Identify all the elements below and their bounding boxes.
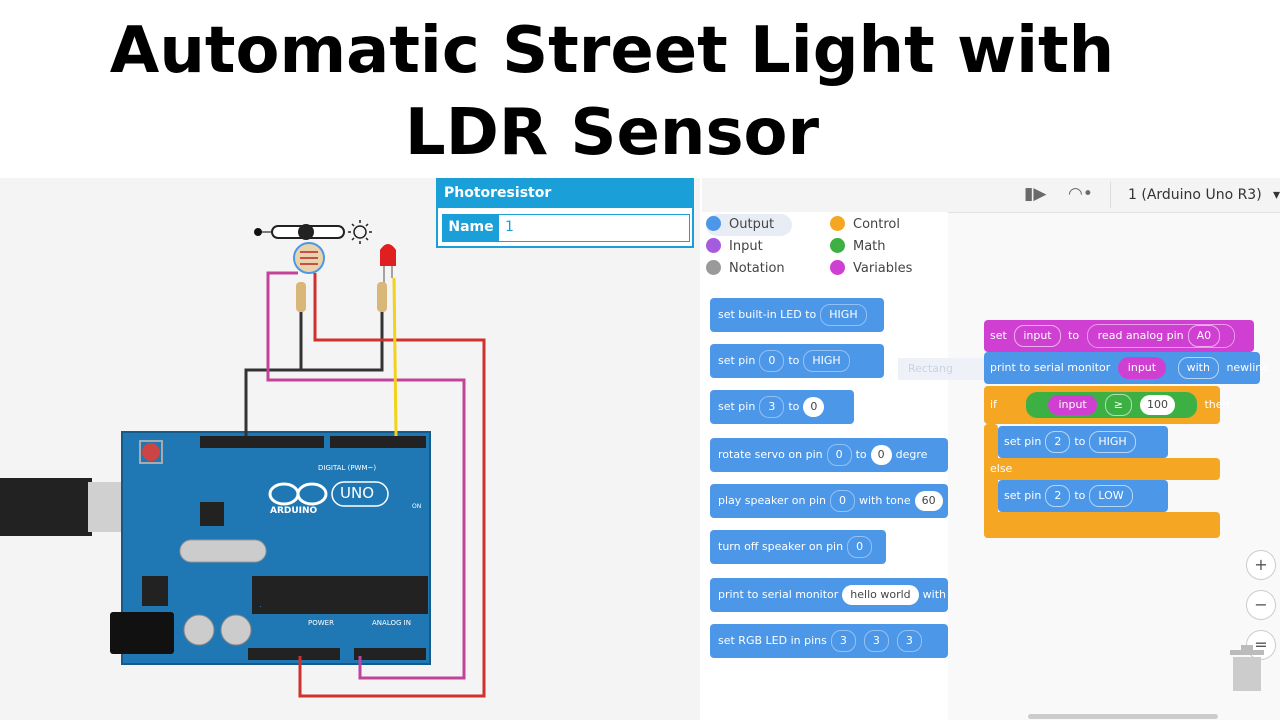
- input-dot-icon: [706, 238, 721, 253]
- resistor-1: [296, 282, 306, 312]
- board-digital-label: DIGITAL (PWM~): [318, 464, 377, 472]
- component-inspector: Photoresistor Name 1: [436, 178, 694, 248]
- category-input[interactable]: Input: [706, 236, 763, 258]
- zoom-fit-icon: =: [1254, 635, 1268, 654]
- block-palette: Output Control Input Math Notation Varia…: [702, 212, 948, 720]
- control-dot-icon: [830, 216, 845, 231]
- device-select[interactable]: 1 (Arduino Uno R3) ▾: [1110, 182, 1280, 208]
- circuit-canvas[interactable]: ON ARDUINO UNO DIGITAL (PWM~) POWER ANAL…: [0, 178, 700, 720]
- header-right: [330, 436, 426, 448]
- variables-dot-icon: [830, 260, 845, 275]
- board-model: UNO: [340, 484, 375, 502]
- inspector-header: Photoresistor: [438, 178, 692, 208]
- code-panel: ▮▶ ◠• 1 (Arduino Uno R3) ▾ Output Contro…: [702, 178, 1280, 720]
- else-label: else: [984, 458, 1220, 480]
- zoom-in-button[interactable]: +: [1246, 550, 1276, 580]
- circuit-diagram: ON: [0, 220, 486, 698]
- debug-icon[interactable]: ◠•: [1068, 184, 1093, 204]
- category-math[interactable]: Math: [830, 236, 886, 258]
- output-dot-icon: [706, 216, 721, 231]
- header-analog: [354, 648, 426, 660]
- video-title: Automatic Street Light with LDR Sensor: [0, 0, 1280, 178]
- usb-cable: [0, 478, 92, 536]
- zoom-out-button[interactable]: −: [1246, 590, 1276, 620]
- step-icon[interactable]: ▮▶: [1024, 184, 1047, 204]
- category-notation[interactable]: Notation: [706, 258, 785, 280]
- inspector-name-row[interactable]: Name 1: [442, 214, 690, 242]
- drag-ghost: Rectang: [898, 358, 998, 380]
- inspector-name-input[interactable]: 1: [505, 219, 514, 235]
- math-dot-icon: [830, 238, 845, 253]
- category-variables[interactable]: Variables: [830, 258, 912, 280]
- block-print-serial-input[interactable]: print to serial monitor input with newli…: [984, 352, 1269, 384]
- inspector-name-label: Name: [443, 215, 499, 241]
- power-jack: [110, 612, 174, 654]
- reset-button: [142, 443, 160, 461]
- chevron-down-icon: ▾: [1272, 187, 1280, 203]
- notation-dot-icon: [706, 260, 721, 275]
- board-brand: ARDUINO: [270, 506, 318, 516]
- board-power-label: POWER: [308, 619, 334, 627]
- red-led: [380, 244, 396, 266]
- trash-icon[interactable]: [1228, 644, 1266, 692]
- horizontal-scrollbar[interactable]: [1028, 714, 1218, 719]
- atmega-chip: [252, 576, 428, 614]
- block-if-else[interactable]: if input≥100 then: [984, 386, 1229, 424]
- title-line-2: LDR Sensor: [404, 96, 820, 170]
- zoom-in-icon: +: [1254, 555, 1268, 574]
- category-control[interactable]: Control: [830, 214, 900, 236]
- zoom-out-icon: −: [1254, 595, 1268, 614]
- board-analog-label: ANALOG IN: [372, 619, 411, 627]
- code-toolbar: ▮▶ ◠• 1 (Arduino Uno R3) ▾: [702, 178, 1280, 213]
- category-output[interactable]: Output: [706, 214, 793, 236]
- device-select-value: 1 (Arduino Uno R3): [1128, 187, 1262, 203]
- title-line-1: Automatic Street Light with: [109, 14, 1115, 88]
- board-on-label: ON: [412, 503, 421, 510]
- resistor-2: [377, 282, 387, 312]
- header-power: [248, 648, 340, 660]
- header-left: [200, 436, 324, 448]
